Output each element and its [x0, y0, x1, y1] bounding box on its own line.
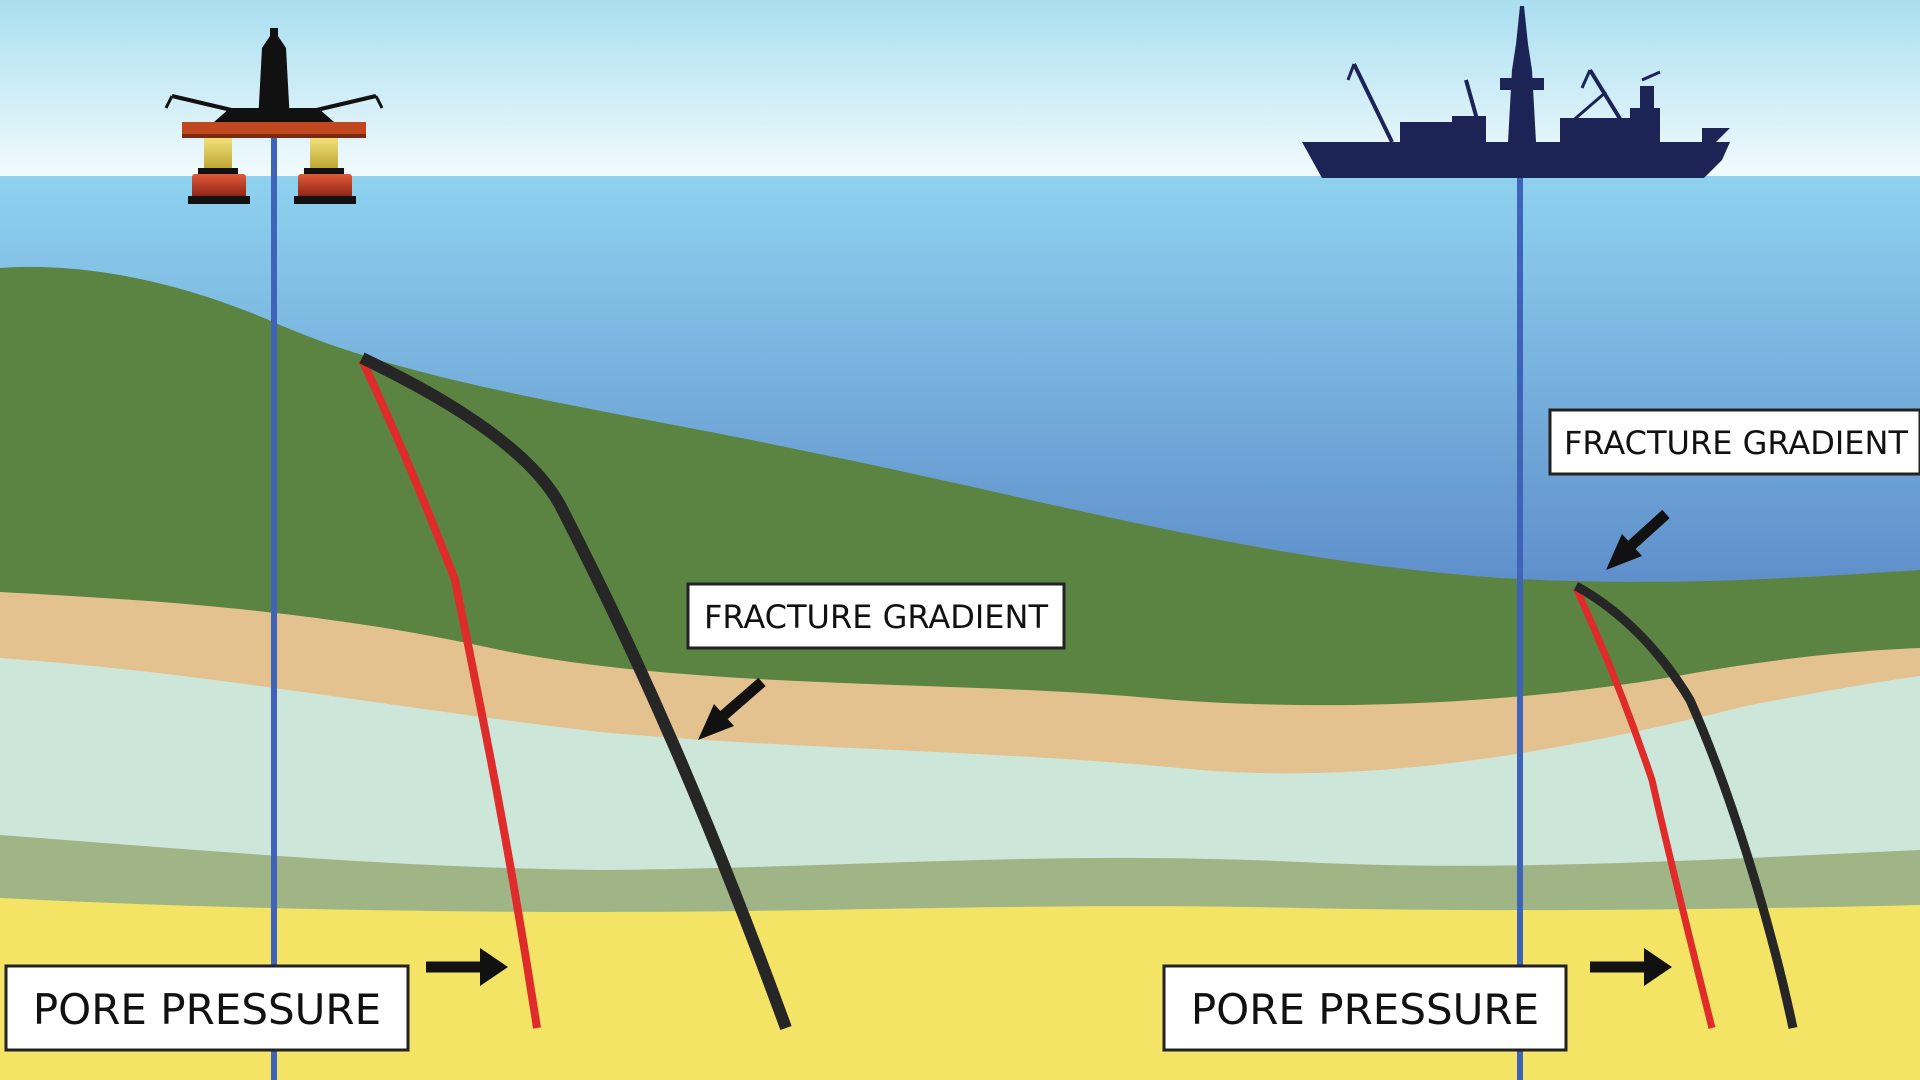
right-fracture-arrow	[1606, 509, 1670, 570]
left-fracture-gradient-text: FRACTURE GRADIENT	[704, 598, 1048, 636]
left-pore-arrow	[426, 948, 508, 986]
left-pore-pressure-line	[358, 358, 541, 1029]
right-pore-pressure-line	[1572, 586, 1716, 1029]
left-fracture-arrow	[698, 677, 766, 740]
right-fracture-gradient-line	[1573, 582, 1798, 1029]
left-pore-pressure-label: PORE PRESSURE	[4, 964, 410, 1052]
right-fracture-gradient-label: FRACTURE GRADIENT	[1548, 408, 1920, 476]
left-fracture-gradient-label: FRACTURE GRADIENT	[686, 582, 1066, 650]
right-pore-arrow	[1590, 948, 1672, 986]
right-pore-pressure-label: PORE PRESSURE	[1162, 964, 1568, 1052]
left-fracture-gradient-line	[359, 352, 792, 1031]
left-pore-pressure-text: PORE PRESSURE	[33, 985, 381, 1034]
semi-submersible-rig	[164, 28, 384, 204]
right-pore-pressure-text: PORE PRESSURE	[1191, 985, 1539, 1034]
drill-ship	[1302, 6, 1730, 178]
right-fracture-gradient-text: FRACTURE GRADIENT	[1564, 424, 1908, 462]
